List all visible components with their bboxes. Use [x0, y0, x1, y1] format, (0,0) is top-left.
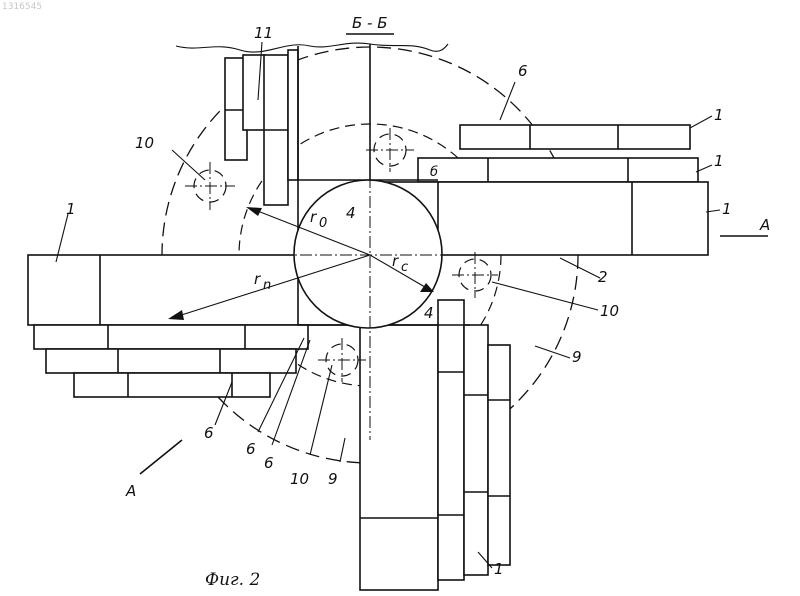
- label-9-right: 9: [572, 348, 582, 366]
- label-6-b: 6: [246, 440, 256, 458]
- label-10-top-left: 10: [135, 134, 154, 152]
- svg-text:n: n: [263, 278, 271, 293]
- label-10-right: 10: [600, 302, 619, 320]
- label-1-row3: 1: [722, 200, 732, 218]
- figure-caption: Фиг. 2: [205, 570, 260, 590]
- label-6-c: 6: [264, 454, 274, 472]
- svg-text:r: r: [254, 270, 261, 288]
- label-view-a-left: А: [125, 482, 136, 500]
- label-9-bottom: 9: [328, 470, 338, 488]
- label-2: 2: [598, 268, 608, 286]
- svg-text:c: c: [401, 260, 408, 275]
- svg-text:r: r: [392, 252, 399, 270]
- vertical-wall-top: [298, 44, 370, 180]
- svg-text:0: 0: [319, 216, 327, 231]
- label-11: 11: [254, 24, 273, 42]
- svg-text:r: r: [310, 208, 317, 226]
- label-6-top: 6: [518, 62, 528, 80]
- label-10-bottom: 10: [290, 470, 309, 488]
- label-view-a-right: А: [759, 216, 770, 234]
- label-1-row2: 1: [714, 152, 724, 170]
- label-1-row1: 1: [714, 106, 724, 124]
- bottom-beam-and-steps: [360, 300, 510, 590]
- label-1-left: 1: [66, 200, 76, 218]
- label-4-bottom: 4: [424, 304, 434, 322]
- section-title: Б - Б: [352, 14, 388, 32]
- label-4-top: 4: [346, 204, 356, 222]
- label-small-b: б: [430, 165, 438, 180]
- watermark-number: 1316545: [2, 2, 42, 12]
- label-1-bottom: 1: [494, 560, 504, 578]
- label-6-a: 6: [204, 424, 214, 442]
